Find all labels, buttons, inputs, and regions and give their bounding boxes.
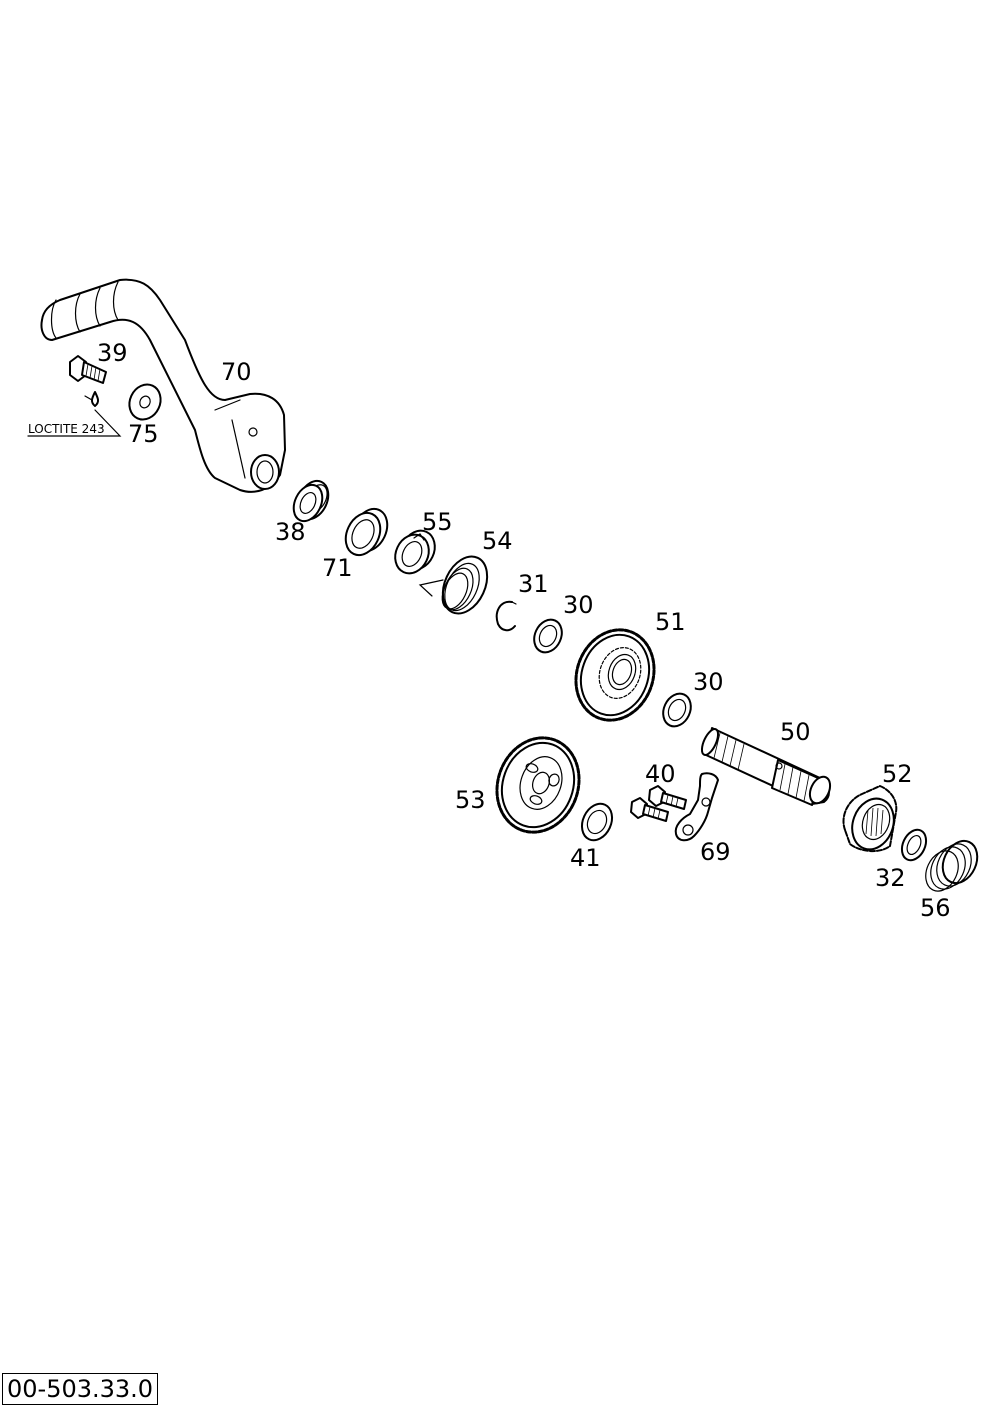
callout-53: 53 — [455, 786, 486, 814]
callout-56: 56 — [920, 894, 951, 922]
callout-50: 50 — [780, 718, 811, 746]
drawing-number: 00-503.33.0 — [2, 1373, 159, 1405]
bolt-40-lower — [630, 797, 669, 822]
callout-71: 71 — [322, 554, 353, 582]
ratchet-52 — [842, 785, 898, 852]
circlip-31 — [495, 600, 517, 632]
washer-41 — [580, 802, 614, 842]
torsion-spring-54 — [418, 555, 489, 615]
washer-32 — [900, 828, 928, 862]
loctite-drop-icon — [27, 391, 122, 437]
callout-70: 70 — [221, 358, 252, 386]
seal-ring-38 — [292, 479, 330, 523]
callout-40: 40 — [645, 760, 676, 788]
bolt-39 — [69, 355, 107, 384]
bushing-71 — [344, 507, 389, 557]
spring-56 — [925, 839, 979, 892]
callout-69: 69 — [700, 838, 731, 866]
callout-32: 32 — [875, 864, 906, 892]
gear-53 — [495, 736, 581, 834]
guide-plate-69 — [674, 772, 719, 842]
callout-30-upper: 30 — [563, 591, 594, 619]
washer-75 — [128, 383, 162, 421]
kick-start-lever — [40, 278, 286, 493]
kickstart-shaft-50 — [700, 727, 832, 806]
spring-guide-55 — [394, 529, 436, 575]
callout-55: 55 — [422, 508, 453, 536]
gear-51 — [574, 628, 656, 722]
bolt-40-upper — [648, 785, 687, 810]
washer-30-lower — [662, 692, 692, 728]
callout-75: 75 — [128, 420, 159, 448]
callout-51: 51 — [655, 608, 686, 636]
washer-30-upper — [533, 618, 563, 654]
callout-41: 41 — [570, 844, 601, 872]
callout-38: 38 — [275, 518, 306, 546]
part-callouts: 39 70 75 38 71 55 54 31 30 51 30 50 40 5… — [97, 339, 951, 922]
callout-54: 54 — [482, 527, 513, 555]
callout-52: 52 — [882, 760, 913, 788]
callout-39: 39 — [97, 339, 128, 367]
callout-30-lower: 30 — [693, 668, 724, 696]
callout-31: 31 — [518, 570, 549, 598]
loctite-note: LOCTITE 243 — [28, 422, 105, 436]
